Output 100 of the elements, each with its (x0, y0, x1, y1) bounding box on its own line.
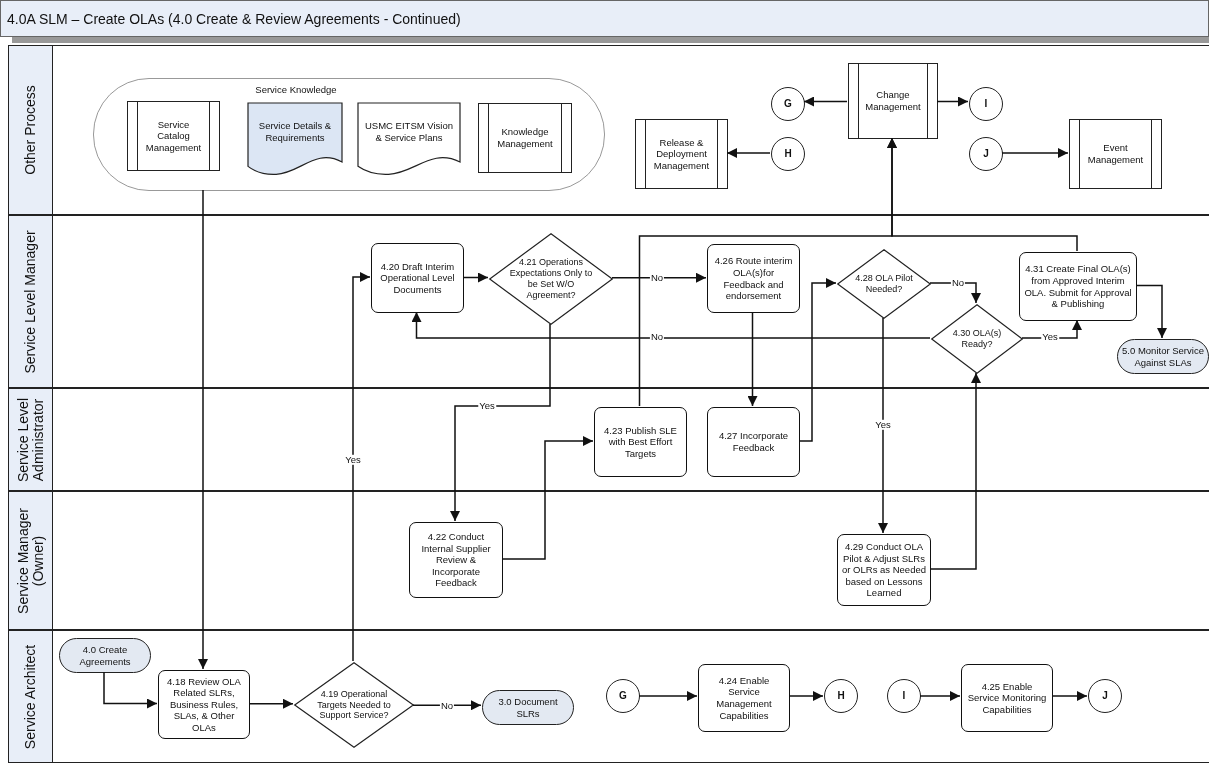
step-label: Release & Deployment Management (652, 136, 711, 172)
edge-label: No (649, 331, 665, 343)
subprocess-box (478, 103, 572, 173)
connector-letter: J (983, 147, 989, 161)
group-label: Service Knowledge (254, 84, 338, 95)
connector-circle (1088, 679, 1122, 713)
connector-circle (606, 679, 640, 713)
swimlane (8, 215, 1209, 388)
connector-letter: G (784, 97, 792, 111)
connector-arrow (798, 278, 837, 442)
step-label: Change Management (864, 89, 922, 113)
swimlane (8, 491, 1209, 630)
connector-arrow (747, 311, 758, 407)
step-label: 4.24 Enable Service Management Capabilities (715, 674, 773, 722)
connector-circle (887, 679, 921, 713)
step-label: 4.23 Publish SLE with Best Effort Targets (603, 424, 678, 460)
step-label: 4.22 Conduct Internal Supplier Review & Incorporate Feedback (420, 531, 492, 589)
connector-circle (824, 679, 858, 713)
process-box (707, 244, 800, 313)
step-label: 4.26 Route interim OLA(s)for Feedback and endorsement (713, 255, 794, 302)
lane-label: Service Level Manager (22, 228, 39, 376)
decision-label: 4.19 Operational Targets Needed to Support Service? (316, 688, 392, 722)
decision-label: 4.30 OLA(s) Ready? (951, 328, 1003, 350)
step-label: Service Details & Requirements (257, 120, 333, 144)
connector-circle (771, 87, 805, 121)
connector-arrow (936, 96, 969, 107)
connector-arrow (929, 372, 981, 570)
connector-letter: J (1102, 689, 1108, 703)
edge-label: No (649, 272, 665, 284)
terminator (482, 690, 574, 725)
step-label: 3.0 Document SLRs (497, 695, 559, 720)
lane-label: Service Level Administrator (15, 396, 46, 484)
process-box (409, 522, 503, 598)
document-shape (358, 103, 460, 175)
step-label: USMC EITSM Vision & Service Plans (364, 120, 454, 144)
step-label: 4.0 Create Agreements (78, 643, 132, 668)
decision-diamond (931, 304, 1023, 374)
edge-label: Yes (1041, 331, 1059, 343)
connector-arrow (919, 691, 961, 701)
edge-label: No (439, 700, 455, 712)
swimlane (8, 630, 1209, 763)
subprocess-box (127, 101, 220, 171)
connector-letter: I (902, 689, 906, 703)
connector-arrow (929, 282, 981, 304)
diagram-title: 4.0A SLM – Create OLAs (4.0 Create & Review Agreements - Continued) (7, 10, 461, 27)
document-shape (248, 103, 342, 175)
process-box (158, 670, 250, 739)
connector-arrow (450, 323, 551, 522)
connector-arrow (878, 317, 888, 534)
step-label: 4.27 Incorporate Feedback (717, 430, 790, 454)
connector-letter: I (984, 97, 988, 111)
process-box (961, 664, 1053, 732)
step-label: 4.29 Conduct OLA Pilot & Adjust SLRs or OLRs as Needed based on Lessons Learned (842, 541, 926, 599)
connector-arrow (411, 311, 931, 339)
process-box (594, 407, 687, 477)
process-box (371, 243, 464, 313)
connector-letter: H (837, 689, 845, 703)
connector-arrow (803, 96, 848, 107)
step-label: Service Catalog Management (144, 118, 203, 154)
step-label: Knowledge Management (496, 126, 554, 150)
connector-arrow (1051, 691, 1088, 701)
subprocess-box (848, 63, 938, 139)
step-label: 5.0 Monitor Service Against SLAs (1122, 344, 1204, 369)
edge-label: Yes (344, 454, 362, 466)
subprocess-box (1069, 119, 1162, 189)
connector-letter: G (619, 689, 627, 703)
step-label: 4.20 Draft Interim Operational Level Documents (379, 260, 456, 296)
terminator (59, 638, 151, 673)
connector-arrow (501, 436, 594, 560)
connector-arrow (887, 137, 1078, 252)
connector-circle (969, 87, 1003, 121)
lane-label: Service Manager (Owner) (15, 506, 46, 616)
connector-arrow (611, 272, 707, 283)
connector-arrow (352, 272, 371, 662)
step-label: 4.25 Enable Service Monitoring Capabilities (966, 680, 1048, 716)
swimlane (8, 388, 1209, 491)
connector-arrow (726, 148, 771, 158)
connector-arrow (248, 698, 294, 709)
decision-label: 4.28 OLA Pilot Needed? (854, 273, 914, 295)
subprocess-box (635, 119, 728, 189)
decision-diamond (489, 233, 613, 325)
connector-arrow (103, 671, 158, 709)
connector-arrow (638, 691, 698, 701)
connector-arrow (1001, 148, 1069, 158)
decision-diamond (837, 249, 931, 319)
step-label: 4.18 Review OLA Related SLRs, Business Rules, SLAs, & Other OLAs (166, 675, 242, 734)
connector-arrow (462, 272, 489, 283)
connector-letter: H (784, 147, 792, 161)
lane-label: Service Architect (22, 643, 39, 751)
connector-arrow (788, 691, 824, 701)
swimlane (8, 45, 1209, 215)
process-box (837, 534, 931, 606)
edge-label: Yes (478, 400, 496, 412)
process-box (698, 664, 790, 732)
connector-circle (771, 137, 805, 171)
edge-label: No (950, 277, 966, 289)
lane-label: Other Process (22, 84, 39, 177)
connector-arrow (198, 189, 208, 670)
decision-label: 4.21 Operations Expectations Only to be Set W/O Agreement? (508, 257, 594, 301)
connector-arrow (1135, 284, 1167, 339)
